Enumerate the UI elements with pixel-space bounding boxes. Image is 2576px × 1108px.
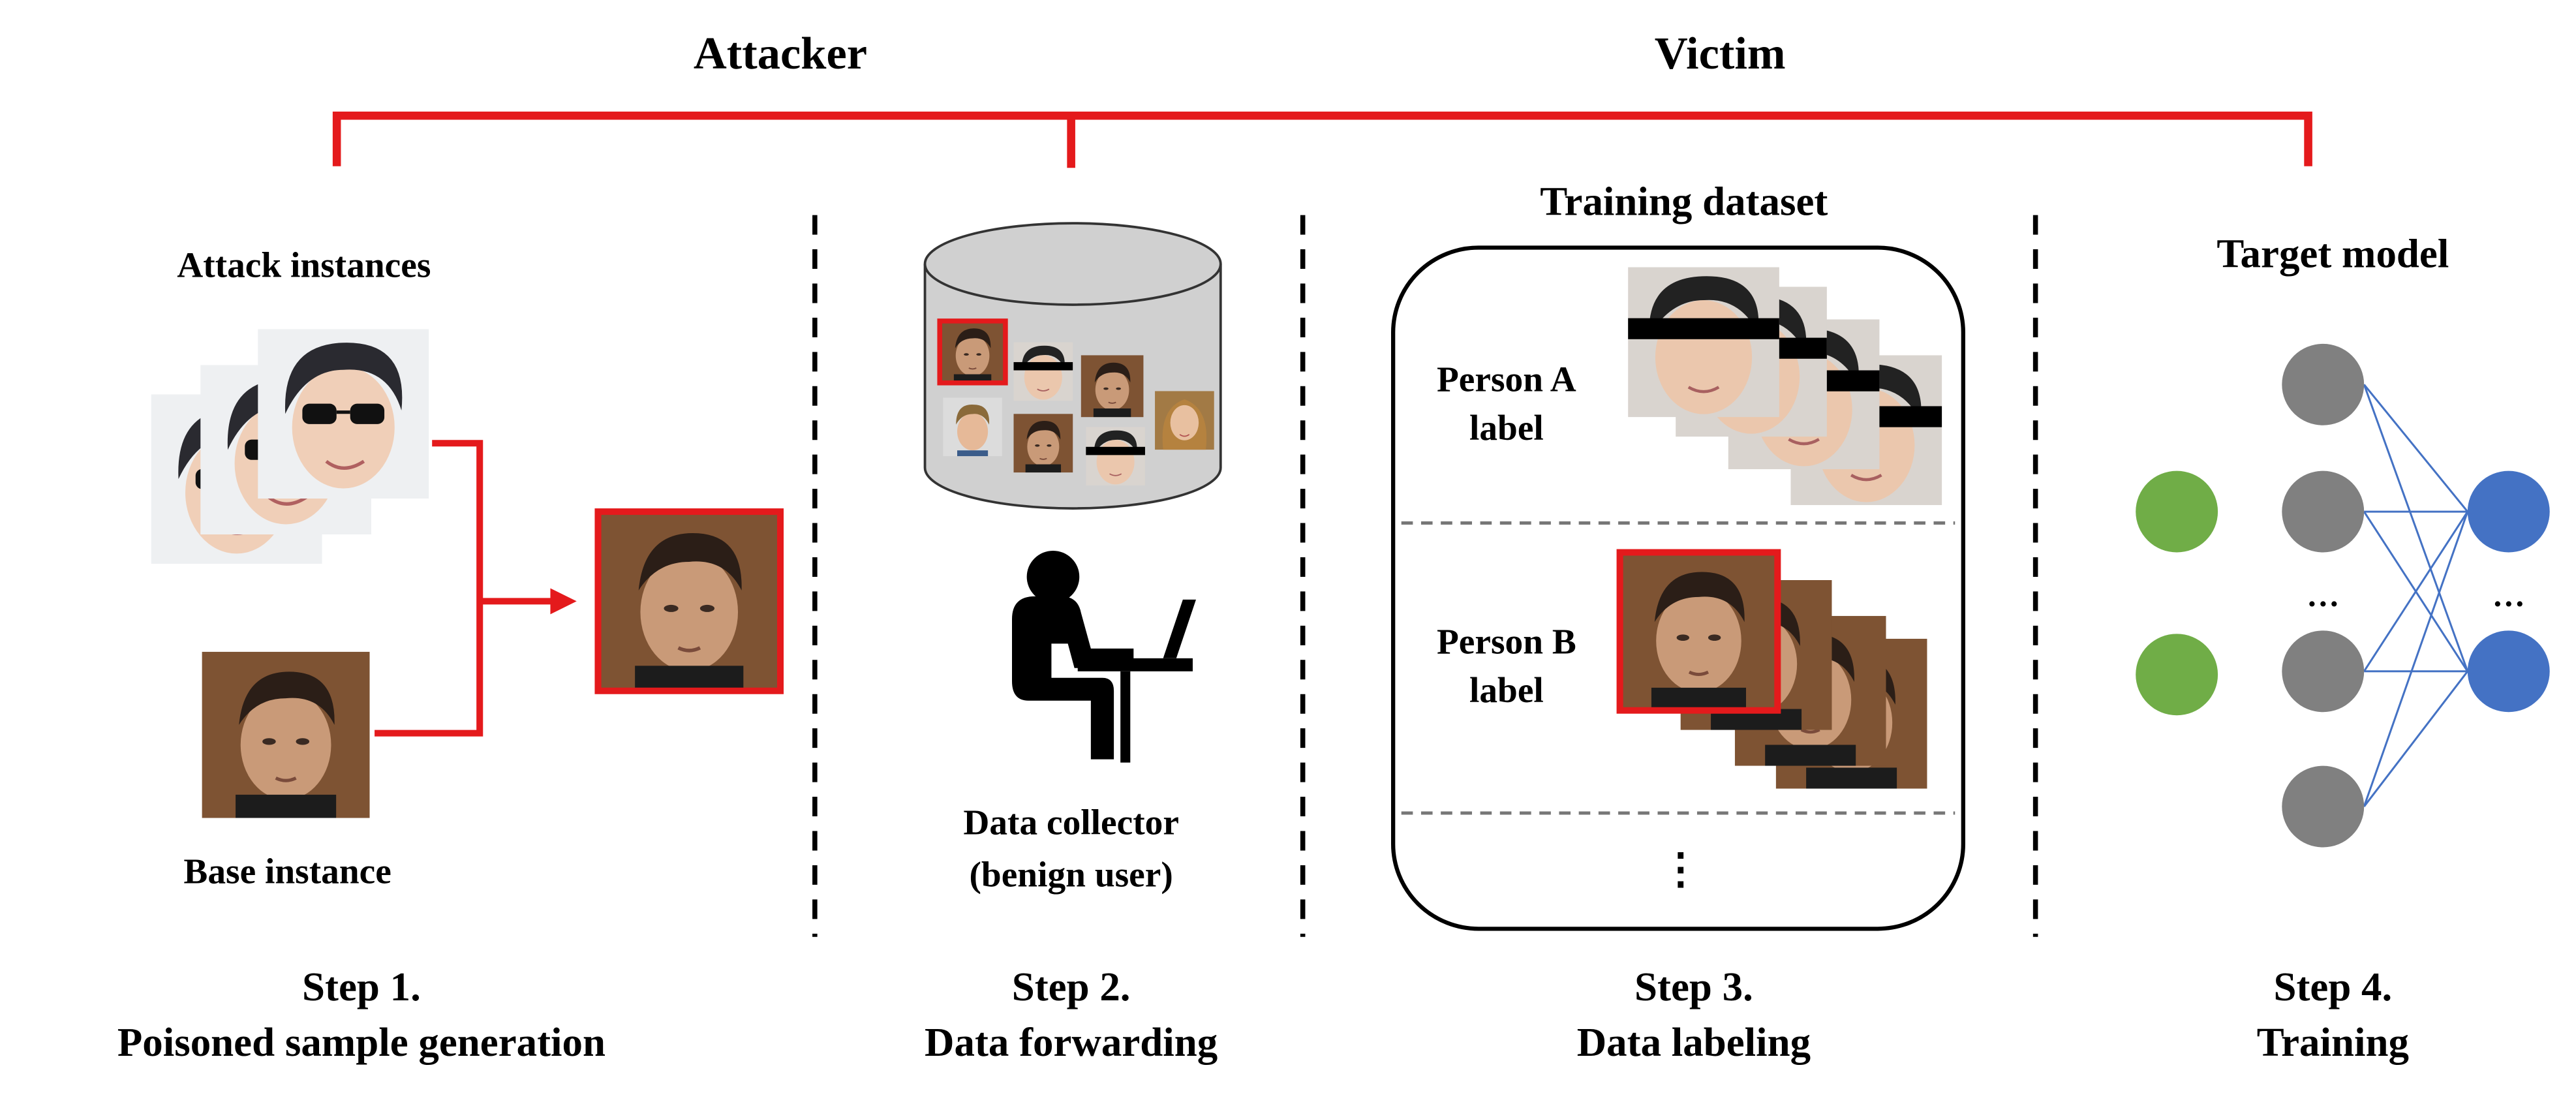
person-a-label-line2: label — [1469, 408, 1544, 448]
step2-description: Data forwarding — [925, 1019, 1218, 1065]
hidden-layer — [2282, 343, 2365, 848]
collector-label-line2: (benign user) — [969, 855, 1173, 895]
person-a-images — [1628, 268, 1942, 506]
step-dividers — [812, 215, 2038, 937]
person-b-images — [1616, 549, 1927, 789]
person-b-label-line2: label — [1469, 670, 1544, 710]
step4-title: Step 4. — [2273, 964, 2392, 1009]
network-edges — [2363, 384, 2469, 807]
input-layer — [2136, 470, 2218, 716]
base-instance-image — [202, 652, 370, 818]
training-dataset-title: Training dataset — [1540, 179, 1828, 224]
victim-label: Victim — [1655, 28, 1786, 79]
person-a-label-line1: Person A — [1437, 359, 1576, 399]
person-b-label-line1: Person B — [1437, 622, 1576, 662]
red-bracket — [332, 112, 2312, 168]
attack-instances-label: Attack instances — [177, 245, 431, 285]
step3-title: Step 3. — [1634, 964, 1753, 1009]
output-layer — [2467, 470, 2550, 713]
dataset-more-ellipsis: ⋮ — [1659, 846, 1702, 893]
attack-instances-stack — [151, 329, 429, 564]
step4-description: Training — [2257, 1019, 2409, 1065]
target-model-title: Target model — [2216, 231, 2449, 277]
database-faces — [937, 318, 1215, 486]
training-dataset-box — [1390, 245, 1965, 931]
base-instance-label: Base instance — [183, 852, 391, 891]
arrow-head — [550, 588, 577, 615]
output-layer-ellipsis: … — [2492, 577, 2525, 613]
step2-title: Step 2. — [1012, 964, 1131, 1009]
collector-label-line1: Data collector — [963, 803, 1179, 842]
step1-description: Poisoned sample generation — [117, 1019, 606, 1065]
merge-arrow — [375, 440, 551, 737]
step1-title: Step 1. — [302, 964, 421, 1009]
attacker-label: Attacker — [694, 28, 867, 79]
hidden-layer-ellipsis: … — [2307, 577, 2339, 613]
poisoned-sample-image — [594, 508, 784, 694]
step3-description: Data labeling — [1577, 1019, 1811, 1065]
person-at-laptop-icon — [1012, 551, 1196, 763]
